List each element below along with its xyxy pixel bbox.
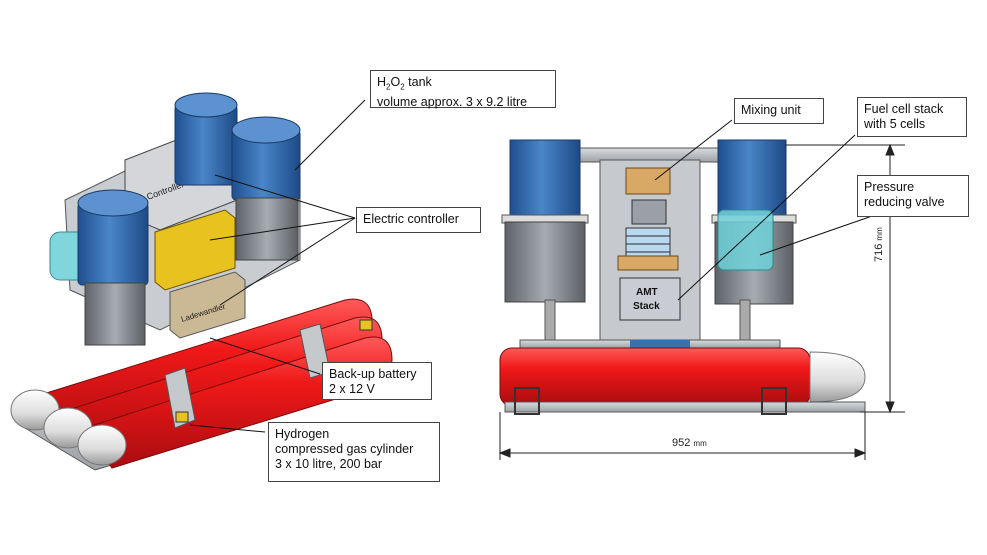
tank-right-blue	[717, 139, 787, 221]
hydrogen-spec: 3 x 10 litre, 200 bar	[275, 457, 383, 471]
amt-stack-box	[619, 277, 681, 321]
hydrogen-cylinder-front	[499, 347, 811, 407]
mixing-unit	[625, 167, 671, 195]
pressure-reducing-valve	[717, 209, 774, 271]
yellow-controller-box	[154, 209, 236, 291]
pressure-valve-title: Pressure	[864, 180, 915, 194]
leader-lines-right	[654, 119, 876, 301]
left-3d-view: Controller Ladewandler	[10, 92, 396, 471]
fuel-cell-stack-body	[625, 227, 671, 259]
h2o2-tank-volume: volume approx. 3 x 9.2 litre	[377, 94, 528, 109]
tank-left-grey	[504, 221, 586, 303]
pressure-valve-subtitle: reducing valve	[864, 195, 945, 209]
amt-stack-label-2: Stack	[633, 301, 660, 312]
backup-battery-title: Back-up battery	[329, 367, 417, 381]
width-dimension-label: 952 mm	[672, 437, 707, 449]
backup-battery-callout: Back-up battery 2 x 12 V	[322, 362, 432, 400]
hydrogen-title: Hydrogen	[275, 427, 330, 441]
mixing-unit-callout: Mixing unit	[734, 98, 824, 124]
fuel-cell-stack-callout: Fuel cell stack with 5 cells	[857, 97, 967, 137]
height-unit: mm	[875, 227, 884, 241]
electric-controller-label: Electric controller	[363, 212, 459, 226]
fuel-cell-stack-title: Fuel cell stack	[864, 102, 944, 116]
mixing-unit-label: Mixing unit	[741, 103, 801, 117]
height-dimension-label: 716 mm	[873, 227, 885, 262]
ladewandler-box	[169, 271, 246, 339]
electric-controller-callout: Electric controller	[356, 207, 481, 233]
height-value: 716	[873, 243, 885, 262]
h2o2-tanks-3d	[77, 92, 301, 346]
h2o2-tank-callout: H2O2 tank volume approx. 3 x 9.2 litre	[370, 70, 556, 109]
pressure-valve-callout: Pressure reducing valve	[857, 175, 969, 217]
right-front-view: AMT Stack	[498, 119, 905, 460]
hydrogen-type: compressed gas cylinder	[275, 442, 414, 456]
width-unit: mm	[693, 439, 707, 448]
tank-left-blue	[509, 139, 581, 221]
hydrogen-cylinder-callout: Hydrogen compressed gas cylinder 3 x 10 …	[268, 422, 440, 482]
amt-stack-label-1: AMT	[636, 287, 658, 298]
hydrogen-cylinders	[10, 298, 393, 469]
width-value: 952	[672, 437, 691, 449]
h2o2-tank-title: H2O2 tank	[377, 75, 432, 92]
backup-battery-spec: 2 x 12 V	[329, 382, 375, 396]
leader-lines-left	[189, 99, 366, 433]
fuel-cell-stack-cells: with 5 cells	[864, 117, 926, 131]
